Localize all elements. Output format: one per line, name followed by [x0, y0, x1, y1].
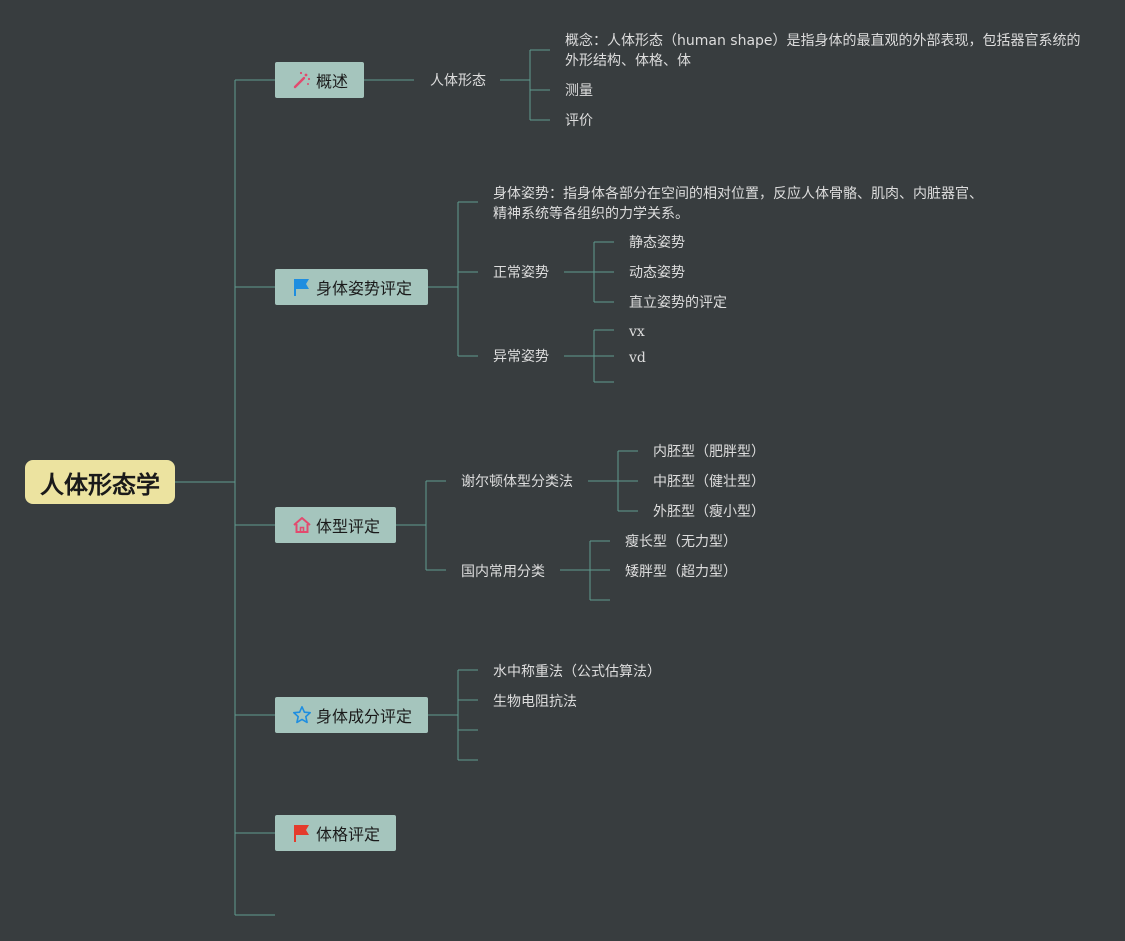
- branch-label: 身体成分评定: [316, 707, 413, 726]
- sheldon-mesomorph[interactable]: 中胚型（健壮型）: [653, 474, 765, 490]
- branch-label: 体型评定: [316, 517, 381, 536]
- body-type-sheldon[interactable]: 谢尔顿体型分类法: [461, 474, 573, 490]
- branch-label: 体格评定: [316, 825, 381, 844]
- posture-normal-dynamic[interactable]: 动态姿势: [629, 265, 685, 281]
- overview-measure[interactable]: 测量: [565, 83, 593, 99]
- domestic-slender[interactable]: 瘦长型（无力型）: [625, 534, 737, 550]
- posture-definition-line1[interactable]: 身体姿势：指身体各部分在空间的相对位置，反应人体骨骼、肌肉、内脏器官、: [493, 186, 983, 202]
- blue-flag-icon: [291, 276, 313, 298]
- posture-definition-line2[interactable]: 精神系统等各组织的力学关系。: [493, 206, 689, 222]
- sheldon-endomorph[interactable]: 内胚型（肥胖型）: [653, 444, 765, 460]
- overview-concept-line2[interactable]: 外形结构、体格、体: [565, 53, 691, 69]
- house-icon: [291, 514, 313, 536]
- red-flag-icon: [291, 822, 313, 844]
- domestic-stocky[interactable]: 矮胖型（超力型）: [625, 564, 737, 580]
- branch-label: 身体姿势评定: [316, 279, 413, 298]
- branch-physique[interactable]: 体格评定: [275, 815, 396, 851]
- posture-normal-upright[interactable]: 直立姿势的评定: [629, 295, 727, 311]
- magic-wand-icon: [291, 69, 313, 91]
- star-icon: [291, 704, 313, 726]
- composition-underwater-weighing[interactable]: 水中称重法（公式估算法）: [493, 664, 661, 680]
- root-label: 人体形态学: [40, 470, 160, 499]
- posture-normal[interactable]: 正常姿势: [493, 265, 549, 281]
- overview-topic[interactable]: 人体形态: [430, 73, 486, 89]
- branch-label: 概述: [316, 72, 349, 91]
- overview-evaluate[interactable]: 评价: [565, 113, 593, 129]
- branch-body-type[interactable]: 体型评定: [275, 507, 396, 543]
- posture-abnormal-vx[interactable]: vx: [629, 324, 645, 340]
- branch-posture[interactable]: 身体姿势评定: [275, 269, 428, 305]
- posture-abnormal[interactable]: 异常姿势: [493, 349, 549, 365]
- posture-abnormal-vd[interactable]: vd: [629, 350, 646, 366]
- body-type-domestic[interactable]: 国内常用分类: [461, 564, 545, 580]
- branch-body-composition[interactable]: 身体成分评定: [275, 697, 428, 733]
- sheldon-ectomorph[interactable]: 外胚型（瘦小型）: [653, 504, 765, 520]
- overview-concept-line1[interactable]: 概念：人体形态（human shape）是指身体的最直观的外部表现，包括器官系统…: [565, 33, 1081, 49]
- root-node[interactable]: 人体形态学: [25, 460, 175, 504]
- branch-overview[interactable]: 概述: [275, 62, 364, 98]
- posture-normal-static[interactable]: 静态姿势: [629, 235, 685, 251]
- composition-bioimpedance[interactable]: 生物电阻抗法: [493, 694, 577, 710]
